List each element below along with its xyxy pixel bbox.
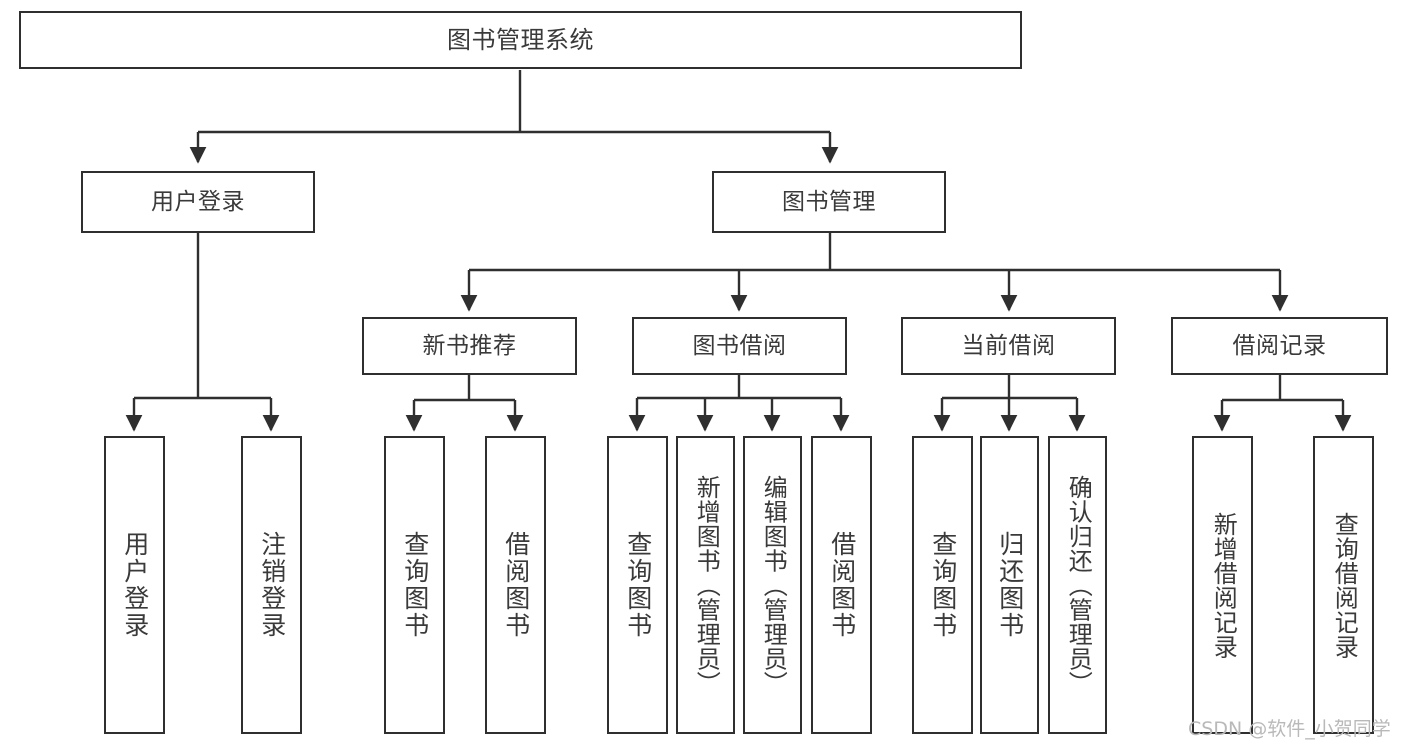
leaf-current-return-book[interactable]: 归还图书 (980, 436, 1039, 734)
node-label: 借阅图书 (501, 531, 531, 639)
node-label: 查询图书 (400, 531, 430, 639)
node-label: 图书管理 (782, 188, 876, 215)
leaf-record-query-record[interactable]: 查询借阅记录 (1313, 436, 1374, 734)
leaf-current-confirm-return-admin[interactable]: 确认归还（管理员） (1048, 436, 1107, 734)
leaf-user-login[interactable]: 用户登录 (104, 436, 165, 734)
node-label: 借阅记录 (1232, 332, 1327, 359)
leaf-borrow-add-book-admin[interactable]: 新增图书（管理员） (676, 436, 735, 734)
node-label: 注销登录 (257, 531, 287, 639)
leaf-user-logout[interactable]: 注销登录 (241, 436, 302, 734)
leaf-recommend-borrow-book[interactable]: 借阅图书 (485, 436, 546, 734)
leaf-record-add-record[interactable]: 新增借阅记录 (1192, 436, 1253, 734)
node-label: 借阅图书 (827, 531, 857, 639)
csdn-watermark: CSDN @软件_小贺同学 (1188, 718, 1391, 740)
node-label: 图书借阅 (692, 332, 787, 359)
leaf-borrow-borrow-book[interactable]: 借阅图书 (811, 436, 872, 734)
node-label: 归还图书 (995, 531, 1025, 639)
node-borrow-record[interactable]: 借阅记录 (1171, 317, 1388, 375)
node-label: 当前借阅 (961, 332, 1056, 359)
leaf-borrow-edit-book-admin[interactable]: 编辑图书（管理员） (743, 436, 802, 734)
leaf-borrow-query-book[interactable]: 查询图书 (607, 436, 668, 734)
node-label: 确认归还（管理员） (1064, 474, 1093, 696)
node-book-management[interactable]: 图书管理 (712, 171, 946, 233)
node-label: 用户登录 (151, 188, 245, 215)
leaf-recommend-query-book[interactable]: 查询图书 (384, 436, 445, 734)
node-label: 新书推荐 (422, 332, 517, 359)
node-root-system[interactable]: 图书管理系统 (19, 11, 1022, 69)
node-label: 查询借阅记录 (1330, 511, 1359, 659)
node-label: 新增借阅记录 (1209, 511, 1238, 659)
node-label: 图书管理系统 (447, 26, 594, 54)
node-label: 用户登录 (120, 531, 150, 639)
node-label: 编辑图书（管理员） (759, 474, 788, 696)
node-label: 查询图书 (623, 531, 653, 639)
node-label: 新增图书（管理员） (692, 474, 721, 696)
node-label: 查询图书 (928, 531, 958, 639)
node-current-borrow[interactable]: 当前借阅 (901, 317, 1116, 375)
leaf-current-query-book[interactable]: 查询图书 (912, 436, 973, 734)
node-new-book-recommend[interactable]: 新书推荐 (362, 317, 577, 375)
node-book-borrow[interactable]: 图书借阅 (632, 317, 847, 375)
node-user-login[interactable]: 用户登录 (81, 171, 315, 233)
